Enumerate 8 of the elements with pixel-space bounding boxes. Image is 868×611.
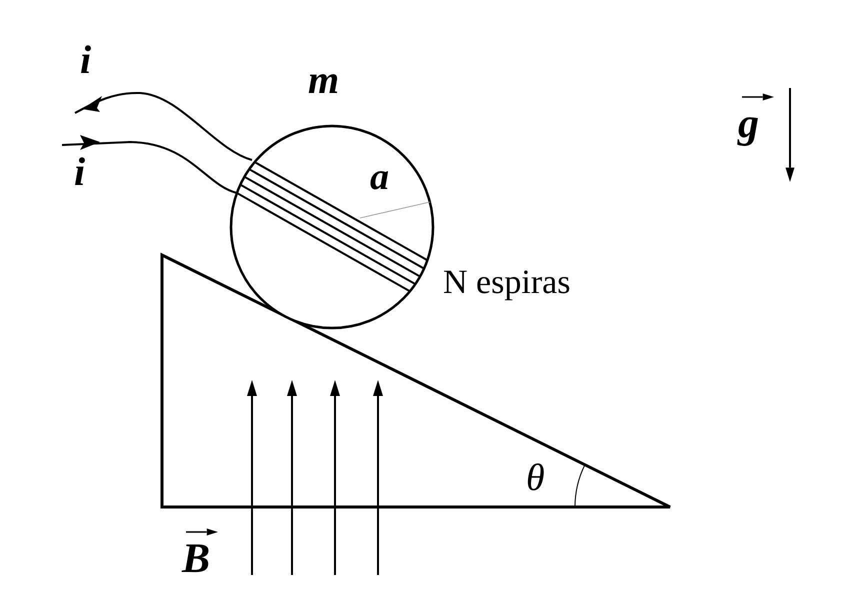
current-label: i: [74, 152, 86, 192]
field-label: B: [182, 538, 210, 580]
radius-label: a: [370, 158, 389, 196]
current-label: i: [80, 40, 92, 80]
gravity-label: g: [738, 103, 759, 145]
mass-label: m: [308, 60, 340, 100]
angle-label: θ: [526, 459, 545, 497]
turns-label: N espiras: [443, 266, 570, 300]
